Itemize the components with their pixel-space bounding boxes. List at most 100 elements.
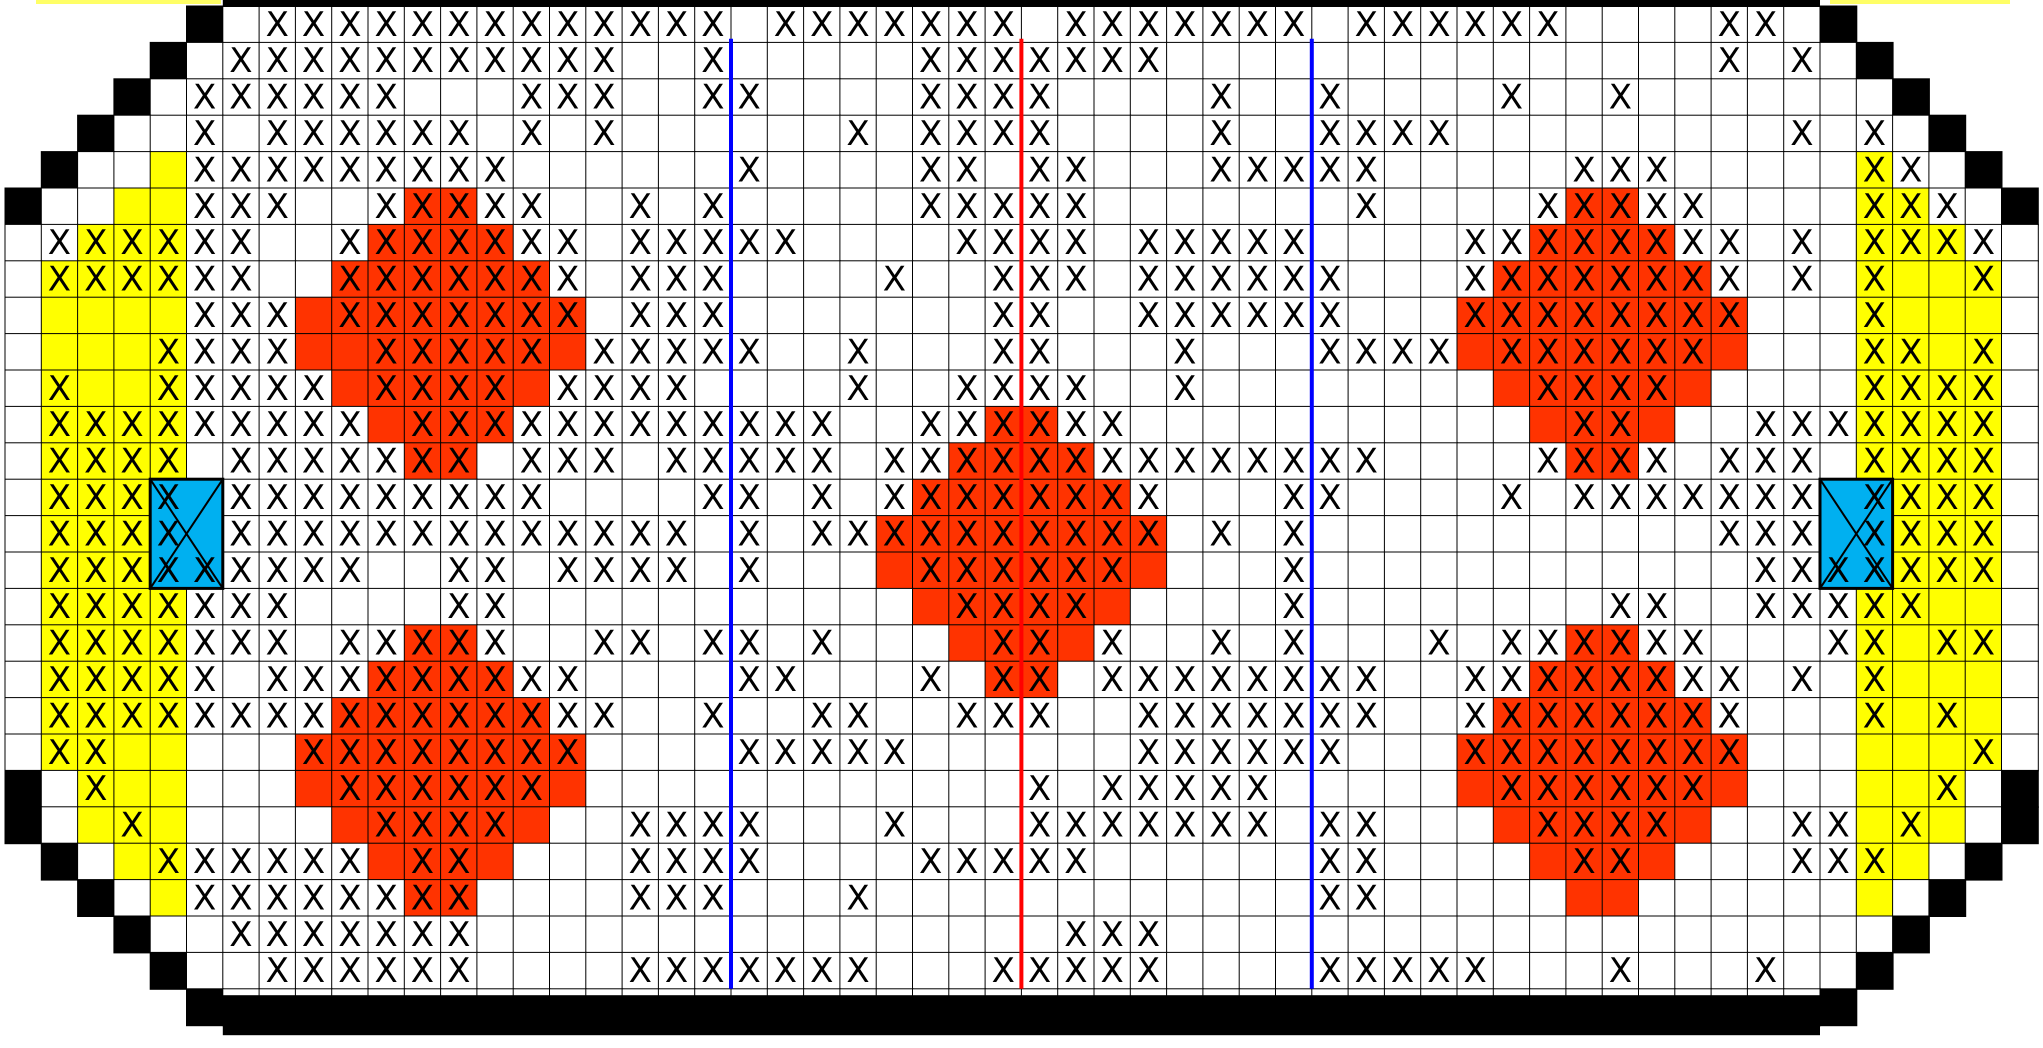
ice-cell xyxy=(2002,224,2039,261)
cell-mark: X xyxy=(738,806,761,846)
cell-mark: X xyxy=(338,5,361,45)
ice-cell xyxy=(78,152,115,189)
ice-cell xyxy=(78,843,115,880)
ice-cell xyxy=(5,734,42,771)
ice-cell xyxy=(295,588,332,625)
cell-mark: X xyxy=(556,405,579,445)
cell-mark: X xyxy=(1101,41,1124,81)
cell-mark: X xyxy=(1209,624,1232,664)
ice-cell xyxy=(1711,79,1748,116)
ice-cell xyxy=(1094,880,1131,917)
ice-cell xyxy=(1421,152,1458,189)
cell-mark: X xyxy=(1101,660,1124,700)
ice-cell xyxy=(550,188,587,225)
ice-cell xyxy=(2002,625,2039,662)
cell-mark: X xyxy=(1355,332,1378,372)
ice-cell xyxy=(1130,625,1167,662)
cell-mark: X xyxy=(1282,442,1305,482)
cell-mark: X xyxy=(955,78,978,118)
cell-mark: X xyxy=(193,114,216,154)
ice-cell xyxy=(840,224,877,261)
ice-cell xyxy=(622,79,659,116)
yellow-zone-cell xyxy=(114,297,151,334)
cell-mark: X xyxy=(1500,696,1523,736)
ice-cell xyxy=(1820,334,1857,371)
cell-mark: X xyxy=(919,478,942,518)
ice-cell xyxy=(1058,734,1095,771)
cell-mark: X xyxy=(556,442,579,482)
ice-cell xyxy=(804,79,841,116)
ice-cell xyxy=(840,588,877,625)
faceoff-spot-cell xyxy=(1457,334,1494,371)
ice-cell xyxy=(767,42,804,79)
cell-mark: X xyxy=(665,260,688,300)
ice-cell xyxy=(876,770,913,807)
cell-mark: X xyxy=(1609,260,1632,300)
ice-cell xyxy=(840,188,877,225)
ice-cell xyxy=(550,479,587,516)
cell-mark: X xyxy=(1064,223,1087,263)
cell-mark: X xyxy=(992,223,1015,263)
ice-cell xyxy=(259,807,296,844)
cell-mark: X xyxy=(1137,5,1160,45)
ice-cell xyxy=(404,552,441,589)
ice-cell xyxy=(1566,115,1603,152)
ice-cell xyxy=(1711,625,1748,662)
ice-cell xyxy=(876,406,913,443)
cell-mark: X xyxy=(520,478,543,518)
ice-cell xyxy=(1711,406,1748,443)
ice-cell xyxy=(1348,479,1385,516)
ice-cell xyxy=(840,443,877,480)
ice-cell xyxy=(658,770,695,807)
wall-cell xyxy=(78,880,115,917)
cell-mark: X xyxy=(810,514,833,554)
ice-cell xyxy=(1058,297,1095,334)
cell-mark: X xyxy=(520,696,543,736)
ice-cell xyxy=(259,734,296,771)
cell-mark: X xyxy=(483,5,506,45)
ice-cell xyxy=(1639,115,1676,152)
cell-mark: X xyxy=(375,696,398,736)
cell-mark: X xyxy=(229,223,252,263)
cell-mark: X xyxy=(1246,5,1269,45)
ice-cell xyxy=(1457,406,1494,443)
cell-mark: X xyxy=(810,478,833,518)
ice-cell xyxy=(1312,916,1349,953)
faceoff-spot-cell xyxy=(1094,588,1131,625)
cell-mark: X xyxy=(919,41,942,81)
cell-mark: X xyxy=(447,478,470,518)
yellow-zone-cell xyxy=(1929,334,1966,371)
cell-mark: X xyxy=(229,78,252,118)
ice-cell xyxy=(767,370,804,407)
cell-mark: X xyxy=(338,733,361,773)
ice-cell xyxy=(223,952,260,989)
cell-mark: X xyxy=(447,5,470,45)
cell-mark: X xyxy=(1101,624,1124,664)
ice-cell xyxy=(1312,588,1349,625)
cell-mark: X xyxy=(556,78,579,118)
cell-mark: X xyxy=(846,951,869,991)
ice-cell xyxy=(1820,952,1857,989)
cell-mark: X xyxy=(48,660,71,700)
cell-mark: X xyxy=(302,551,325,591)
cell-mark: X xyxy=(411,878,434,918)
cell-mark: X xyxy=(846,5,869,45)
cell-mark: X xyxy=(1972,223,1995,263)
cell-mark: X xyxy=(629,842,652,882)
ice-cell xyxy=(1203,188,1240,225)
cell-mark: X xyxy=(665,842,688,882)
cell-mark: X xyxy=(1754,951,1777,991)
cell-mark: X xyxy=(157,842,180,882)
ice-cell xyxy=(1820,224,1857,261)
ice-cell xyxy=(1384,661,1421,698)
ice-cell xyxy=(1711,552,1748,589)
ice-cell xyxy=(840,406,877,443)
ice-cell xyxy=(1239,370,1276,407)
ice-cell xyxy=(1348,625,1385,662)
ice-cell xyxy=(1675,916,1712,953)
cell-mark: X xyxy=(919,660,942,700)
ice-cell xyxy=(1747,734,1784,771)
ice-cell xyxy=(949,261,986,298)
cell-mark: X xyxy=(1935,624,1958,664)
ice-cell xyxy=(1276,79,1313,116)
